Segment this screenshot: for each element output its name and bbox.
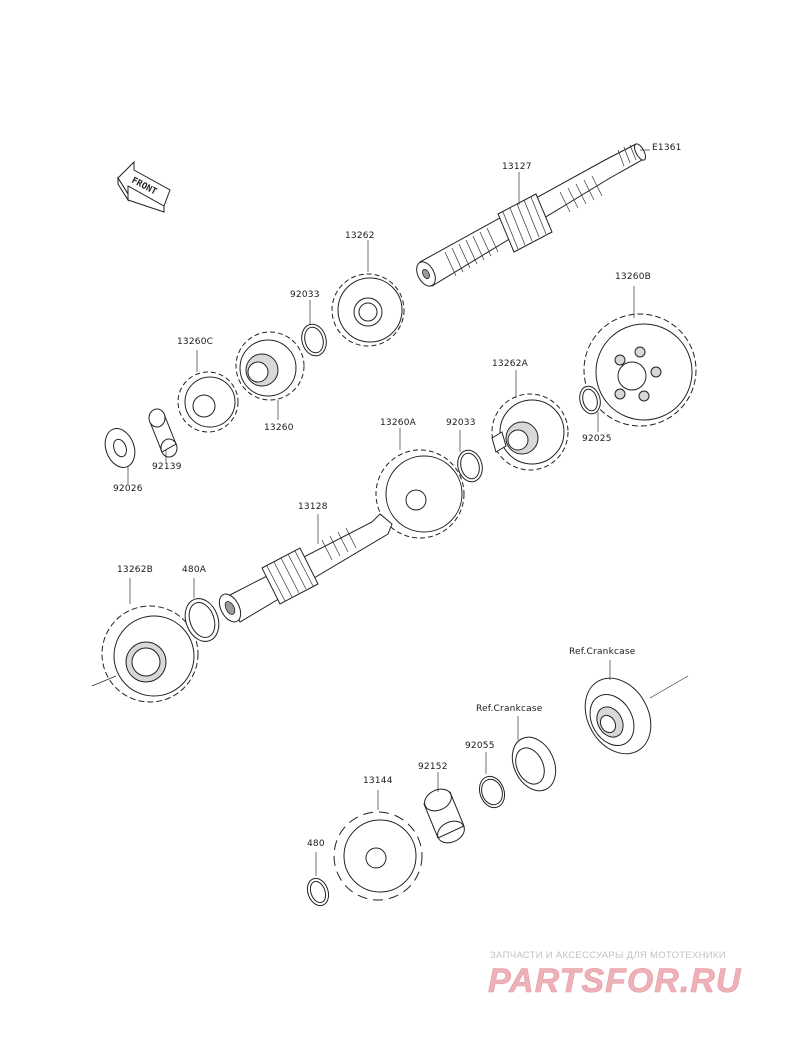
gear-13262b — [91, 578, 199, 703]
gear-13260 — [235, 331, 305, 420]
gear-13262a — [491, 370, 569, 471]
label-ref-crankcase-right: Ref.Crankcase — [569, 647, 636, 657]
label-92139: 92139 — [152, 462, 182, 472]
label-13262b: 13262B — [117, 565, 154, 575]
label-13262a: 13262A — [492, 359, 528, 369]
o-ring-92055 — [478, 752, 506, 809]
label-ref-crankcase-left: Ref.Crankcase — [476, 704, 543, 714]
gear-13260c — [177, 350, 239, 433]
gear-13260a — [375, 428, 465, 539]
label-480: 480 — [307, 839, 325, 849]
gear-13260b — [583, 286, 697, 427]
label-92033-middle: 92033 — [446, 418, 476, 428]
collar-92152 — [423, 772, 465, 844]
circlip-92025 — [579, 385, 601, 432]
label-13128: 13128 — [298, 502, 328, 512]
watermark-tagline: ЗАПЧАСТИ И АКСЕССУАРЫ ДЛЯ МОТОТЕХНИКИ — [490, 950, 726, 961]
figure-id: E1361 — [652, 143, 682, 153]
front-arrow-icon: FRONT — [117, 160, 171, 213]
label-92026: 92026 — [113, 484, 143, 494]
label-13260c: 13260C — [177, 337, 214, 347]
label-13260b: 13260B — [615, 272, 652, 282]
oil-seal-crankcase — [511, 716, 557, 792]
watermark-brand: PARTSFOR.RU — [488, 962, 742, 1000]
washer-92026 — [104, 428, 136, 484]
main-shaft-13127 — [416, 143, 650, 287]
circlip-92033-middle — [457, 430, 483, 483]
sprocket-13144 — [333, 790, 423, 901]
output-shaft-13128 — [218, 513, 393, 623]
label-13260: 13260 — [264, 423, 294, 433]
label-92025: 92025 — [582, 434, 612, 444]
label-13127: 13127 — [502, 162, 532, 172]
label-480a: 480A — [182, 565, 207, 575]
bearing-crankcase-right — [584, 660, 689, 755]
circlip-480 — [306, 852, 330, 907]
label-92033-upper: 92033 — [290, 290, 320, 300]
watermark-logo: PARTSFOR.RU — [488, 962, 742, 1000]
circlip-92033-upper — [301, 300, 327, 357]
label-13262: 13262 — [345, 231, 375, 241]
gear-13262 — [331, 240, 405, 347]
label-13260a: 13260A — [380, 418, 416, 428]
label-13144: 13144 — [363, 776, 393, 786]
circlip-480a — [184, 578, 220, 642]
label-92152: 92152 — [418, 762, 448, 772]
bushing-92139 — [148, 408, 178, 462]
label-92055: 92055 — [465, 741, 495, 751]
